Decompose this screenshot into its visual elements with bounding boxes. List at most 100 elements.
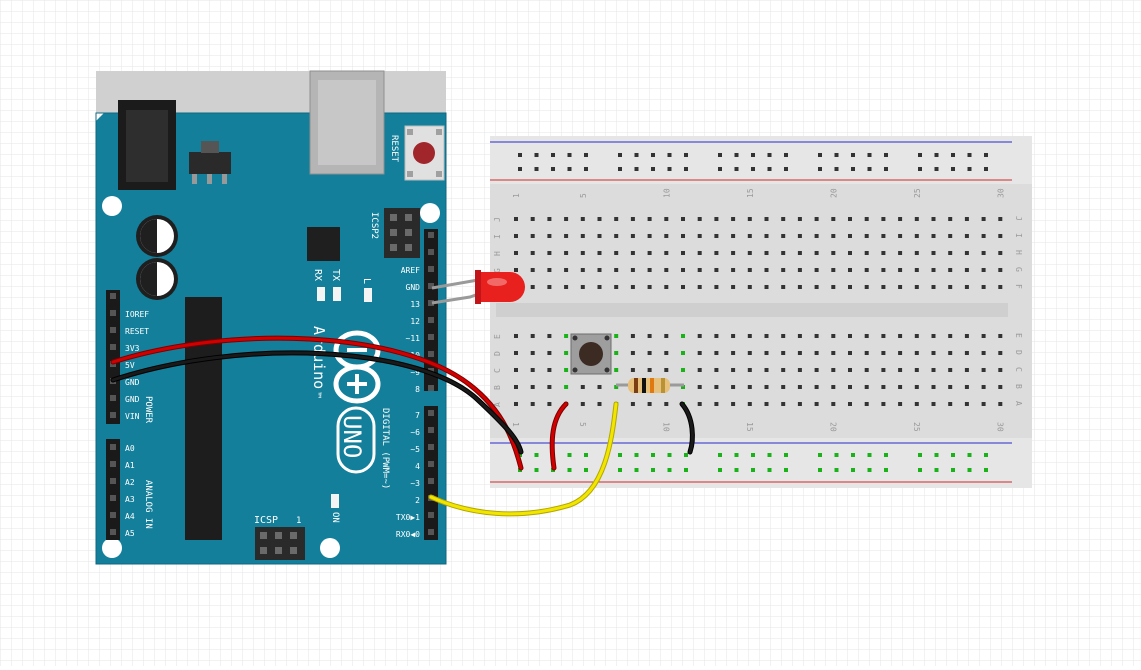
breadboard-hole[interactable] <box>630 251 635 255</box>
header-socket[interactable] <box>110 327 116 333</box>
breadboard-hole[interactable] <box>767 453 772 457</box>
breadboard-hole[interactable] <box>951 453 955 457</box>
breadboard-hole[interactable] <box>867 453 872 457</box>
breadboard-hole[interactable] <box>981 285 986 289</box>
breadboard-hole[interactable] <box>734 453 739 457</box>
breadboard-hole[interactable] <box>747 351 752 355</box>
breadboard-hole[interactable] <box>998 234 1003 238</box>
breadboard-hole[interactable] <box>931 334 936 338</box>
breadboard-hole[interactable] <box>734 468 739 472</box>
breadboard-hole[interactable] <box>551 167 555 171</box>
header-socket[interactable] <box>428 461 434 467</box>
breadboard-hole[interactable] <box>881 368 886 372</box>
breadboard-hole[interactable] <box>530 368 535 372</box>
breadboard-hole[interactable] <box>697 251 702 255</box>
breadboard-hole[interactable] <box>547 217 552 221</box>
breadboard-hole[interactable] <box>718 468 722 472</box>
breadboard-hole[interactable] <box>948 402 953 406</box>
breadboard-hole[interactable] <box>764 402 769 406</box>
breadboard-hole[interactable] <box>714 368 719 372</box>
breadboard-hole[interactable] <box>831 285 836 289</box>
breadboard-hole[interactable] <box>764 334 769 338</box>
breadboard-hole[interactable] <box>630 217 635 221</box>
breadboard-hole[interactable] <box>714 351 719 355</box>
breadboard-hole[interactable] <box>767 468 772 472</box>
breadboard-hole[interactable] <box>914 368 919 372</box>
breadboard-hole[interactable] <box>614 351 619 355</box>
breadboard-hole[interactable] <box>630 368 635 372</box>
breadboard-hole[interactable] <box>684 468 688 472</box>
breadboard-hole[interactable] <box>918 453 922 457</box>
breadboard-hole[interactable] <box>681 368 685 372</box>
breadboard-hole[interactable] <box>764 385 769 389</box>
breadboard-hole[interactable] <box>530 251 535 255</box>
breadboard-hole[interactable] <box>884 167 888 171</box>
breadboard-hole[interactable] <box>734 167 739 171</box>
breadboard-hole[interactable] <box>931 351 936 355</box>
breadboard-hole[interactable] <box>781 268 786 272</box>
breadboard-hole[interactable] <box>818 453 822 457</box>
breadboard-hole[interactable] <box>884 153 888 157</box>
breadboard-hole[interactable] <box>834 468 839 472</box>
breadboard-hole[interactable] <box>731 268 736 272</box>
breadboard-hole[interactable] <box>630 285 635 289</box>
breadboard-hole[interactable] <box>614 268 619 272</box>
breadboard-hole[interactable] <box>681 385 685 389</box>
breadboard-hole[interactable] <box>781 217 786 221</box>
breadboard-hole[interactable] <box>514 268 518 272</box>
breadboard-hole[interactable] <box>914 234 919 238</box>
breadboard-hole[interactable] <box>647 234 652 238</box>
breadboard-hole[interactable] <box>518 167 522 171</box>
breadboard-hole[interactable] <box>614 385 619 389</box>
breadboard-hole[interactable] <box>747 268 752 272</box>
breadboard-hole[interactable] <box>781 368 786 372</box>
breadboard-hole[interactable] <box>630 268 635 272</box>
breadboard-hole[interactable] <box>964 268 969 272</box>
breadboard-hole[interactable] <box>967 167 972 171</box>
breadboard-hole[interactable] <box>981 217 986 221</box>
breadboard-hole[interactable] <box>831 385 836 389</box>
breadboard-hole[interactable] <box>564 368 569 372</box>
breadboard-hole[interactable] <box>818 468 822 472</box>
breadboard-hole[interactable] <box>898 285 903 289</box>
breadboard-hole[interactable] <box>614 234 619 238</box>
breadboard-hole[interactable] <box>731 334 736 338</box>
header-socket[interactable] <box>428 249 434 255</box>
breadboard-hole[interactable] <box>764 351 769 355</box>
breadboard-hole[interactable] <box>981 351 986 355</box>
breadboard-hole[interactable] <box>534 153 539 157</box>
breadboard-hole[interactable] <box>651 153 655 157</box>
breadboard-hole[interactable] <box>848 385 852 389</box>
breadboard-hole[interactable] <box>580 251 585 255</box>
breadboard-hole[interactable] <box>851 468 855 472</box>
breadboard-hole[interactable] <box>564 234 569 238</box>
breadboard-hole[interactable] <box>864 334 869 338</box>
header-socket[interactable] <box>428 232 434 238</box>
breadboard-hole[interactable] <box>584 453 588 457</box>
breadboard-hole[interactable] <box>964 368 969 372</box>
breadboard-hole[interactable] <box>764 251 769 255</box>
breadboard-hole[interactable] <box>797 251 802 255</box>
breadboard-hole[interactable] <box>751 468 755 472</box>
breadboard-hole[interactable] <box>998 385 1003 389</box>
breadboard-hole[interactable] <box>797 334 802 338</box>
breadboard-hole[interactable] <box>864 217 869 221</box>
header-socket[interactable] <box>428 334 434 340</box>
breadboard-hole[interactable] <box>784 453 788 457</box>
breadboard-hole[interactable] <box>984 468 988 472</box>
breadboard-hole[interactable] <box>851 153 855 157</box>
breadboard-hole[interactable] <box>514 402 518 406</box>
header-socket[interactable] <box>110 478 116 484</box>
breadboard-hole[interactable] <box>714 251 719 255</box>
breadboard-hole[interactable] <box>681 217 685 221</box>
breadboard-hole[interactable] <box>964 402 969 406</box>
breadboard-hole[interactable] <box>580 402 585 406</box>
breadboard-hole[interactable] <box>764 217 769 221</box>
breadboard-hole[interactable] <box>618 153 622 157</box>
breadboard-hole[interactable] <box>530 268 535 272</box>
breadboard-hole[interactable] <box>714 285 719 289</box>
breadboard-hole[interactable] <box>567 153 572 157</box>
breadboard-hole[interactable] <box>751 167 755 171</box>
breadboard-hole[interactable] <box>914 285 919 289</box>
breadboard-hole[interactable] <box>764 368 769 372</box>
